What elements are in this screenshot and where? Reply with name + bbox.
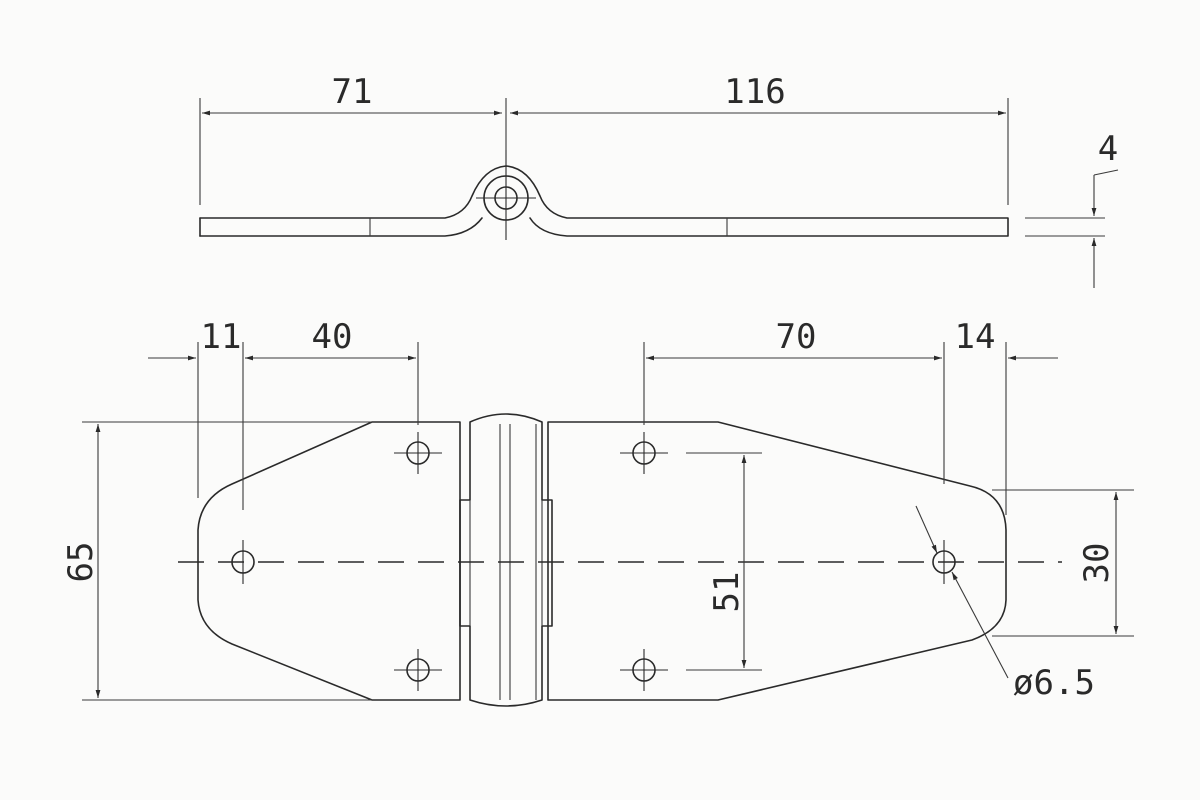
knuckle-body: [459, 413, 553, 707]
dim-text-71: 71: [332, 72, 373, 112]
dim-text-116: 116: [724, 72, 785, 112]
dim-text-14: 14: [955, 317, 996, 357]
dim-thk-leader: [1093, 169, 1119, 176]
left-leaf-outline: [197, 421, 461, 701]
side-left-leaf: [199, 165, 1009, 237]
hole-right-bottom: [620, 649, 668, 691]
dia-leader-top: [915, 505, 938, 554]
side-view: 71 116 4: [199, 72, 1119, 288]
dim-text-40: 40: [312, 317, 353, 357]
right-leaf-outline: [547, 421, 1007, 701]
dim-text-51: 51: [707, 572, 747, 613]
hole-right-top: [620, 432, 668, 474]
dim-text-70: 70: [776, 317, 817, 357]
plan-view: 11 40 70 14 65 51 30 ø6.5: [61, 317, 1134, 707]
hole-left-bottom: [394, 649, 442, 691]
dim-text-diameter: ø6.5: [1013, 663, 1095, 703]
dim-text-65: 65: [61, 542, 101, 583]
hole-left-top: [394, 432, 442, 474]
hole-left-tip: [231, 540, 255, 584]
dim-text-30: 30: [1077, 543, 1117, 584]
dim-text-11: 11: [201, 317, 242, 357]
dia-leader-bottom: [951, 571, 1009, 679]
hole-right-tip: [932, 540, 956, 584]
dim-text-4: 4: [1098, 129, 1118, 169]
